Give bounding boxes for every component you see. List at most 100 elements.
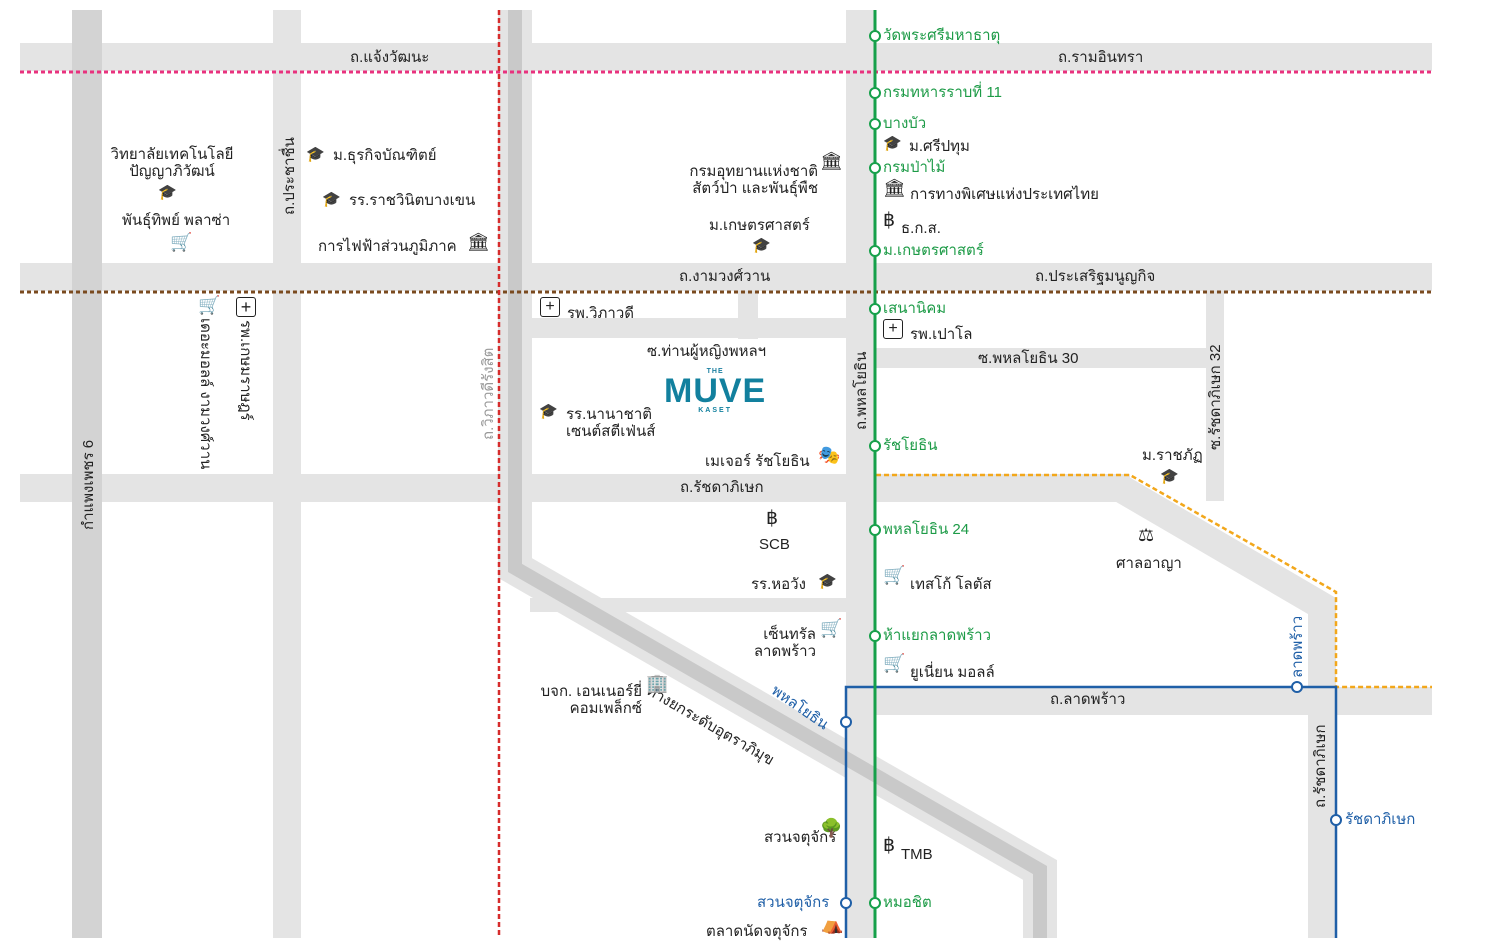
road-soi-phahon30 [876, 348, 1216, 368]
station-dot [840, 897, 852, 909]
station-label: พหลโยธิน 24 [883, 521, 970, 538]
graduation-cap-icon: 🎓 [883, 135, 902, 152]
station-label: หมอชิต [883, 894, 932, 911]
station-dot [869, 162, 881, 174]
station-label: กรมทหารราบที่ 11 [883, 84, 1002, 101]
road-label-chaeng-watthana: ถ.แจ้งวัฒนะ [350, 49, 430, 66]
logo-main: MUVE [664, 372, 767, 410]
graduation-cap-icon: 🎓 [752, 237, 771, 254]
station-dot [840, 716, 852, 728]
station-dot [869, 897, 881, 909]
cart-icon: 🛒 [170, 232, 193, 252]
place-phanthip: พันธุ์ทิพย์ พลาซ่า [122, 212, 231, 229]
road-soi-tan-phuying [530, 318, 846, 338]
place-dhurakij: ม.ธุรกิจบัณฑิตย์ [333, 147, 437, 164]
road-label-ratchadaphisek: ถ.รัชดาภิเษก [680, 479, 764, 496]
station-dot [1291, 681, 1303, 693]
road-label-ngam-wong-wan: ถ.งามวงศ์วาน [679, 268, 771, 285]
office-building-icon: 🏢 [646, 673, 669, 693]
place-paolo-hosp: รพ.เปาโล [910, 326, 973, 343]
place-kasemrad: รพ.เกษมราษฎร์ [237, 320, 254, 421]
place-dept-parks: กรมอุทยานแห่งชาติ สัตว์ป่า และพันธุ์พืช [689, 163, 818, 197]
road-label-pracha-chuen: ถ.ประชาชื่น [281, 137, 298, 215]
yellow-line [876, 473, 1432, 689]
road-lat-phrao [876, 687, 1432, 715]
place-baac: ธ.ก.ส. [901, 220, 941, 237]
road-phahonyothin [846, 10, 876, 938]
graduation-cap-icon: 🎓 [322, 191, 341, 208]
station-label: รัชดาภิเษก [1345, 811, 1416, 828]
baht-icon: ฿ [883, 835, 896, 856]
station-label: เสนานิคม [883, 300, 947, 317]
logo-top: THE [706, 368, 724, 375]
logo-sub: KASET [698, 407, 732, 414]
graduation-cap-icon: 🎓 [158, 184, 177, 201]
place-jj-market: ตลาดนัดจตุจักร [706, 923, 808, 940]
road-label-phahonyothin: ถ.พหลโยธิน [853, 351, 870, 430]
gavel-icon: ⚖ [1138, 525, 1155, 545]
road-ratchadaphisek [20, 474, 1130, 502]
place-union: ยูเนี่ยน มอลล์ [910, 664, 995, 681]
tree-icon: 🌳 [820, 818, 843, 838]
place-ku: ม.เกษตรศาสตร์ [709, 217, 810, 234]
cart-icon: 🛒 [883, 565, 906, 585]
place-tesco: เทสโก้ โลตัส [910, 576, 992, 593]
place-vibhavadi-hosp: รพ.วิภาวดี [567, 305, 635, 322]
place-st-stephens: รร.นานาชาติ เซนต์สตีเฟ่นส์ [566, 406, 656, 440]
road-label-prasert: ถ.ประเสริฐมนูญกิจ [1035, 268, 1156, 285]
hospital-icon: + [540, 297, 560, 317]
station-dot [869, 87, 881, 99]
road-label-soi-tan-phuying: ซ.ท่านผู้หญิงพหลฯ [647, 343, 767, 360]
graduation-cap-icon: 🎓 [306, 146, 325, 163]
place-court: ศาลอาญา [1116, 555, 1182, 572]
station-dot [869, 524, 881, 536]
station-label: ลาดพร้าว [1289, 615, 1306, 678]
station-label: บางบัว [883, 115, 927, 132]
project-logo: THE MUVE KASET [664, 368, 766, 414]
place-chatuchak-park: สวนจตุจักร [764, 829, 837, 846]
station-dot [869, 118, 881, 130]
station-dot [869, 440, 881, 452]
place-spa: การทางพิเศษแห่งประเทศไทย [910, 186, 1099, 203]
place-tmb: TMB [901, 846, 933, 863]
station-label: ม.เกษตรศาสตร์ [883, 242, 984, 259]
station-label: รัชโยธิน [883, 437, 938, 454]
place-rajabhat: ม.ราชภัฏ [1142, 447, 1203, 464]
station-label: วัดพระศรีมหาธาตุ [883, 27, 1001, 44]
road-expressway [508, 10, 1047, 938]
station-dot [869, 30, 881, 42]
station-dot [869, 630, 881, 642]
building-icon: 🏛 [467, 232, 490, 252]
graduation-cap-icon: 🎓 [818, 573, 837, 590]
place-sripatum: ม.ศรีปทุม [909, 138, 970, 155]
graduation-cap-icon: 🎓 [539, 403, 558, 420]
road-label-soi-ratchada32: ซ.รัชดาภิเษก 32 [1207, 344, 1224, 450]
road-ratchadaphisek-diagonal [1112, 475, 1336, 938]
road-label-ratchadaphisek-right: ถ.รัชดาภิเษก [1312, 724, 1329, 808]
station-label: ห้าแยกลาดพร้าว [883, 627, 991, 644]
place-scb: SCB [759, 536, 790, 553]
road-kamphaeng-phet [72, 10, 102, 938]
cart-icon: 🛒 [198, 295, 221, 315]
cart-icon: 🛒 [883, 653, 906, 673]
place-tech-college: วิทยาลัยเทคโนโลยีปัญญาภิวัฒน์ [110, 146, 234, 180]
road-chaeng-watthana [20, 43, 1432, 71]
blue-line [844, 685, 1338, 938]
road-pracha-chuen [273, 10, 301, 938]
place-horwang: รร.หอวัง [751, 576, 806, 593]
road-label-soi-phahon30: ซ.พหลโยธิน 30 [978, 350, 1079, 367]
theater-mask-icon: 🎭 [818, 445, 841, 465]
hospital-icon: + [236, 297, 256, 317]
place-energy: บจก. เอนเนอร์ยี่ คอมเพล็กซ์ [540, 683, 642, 717]
road-label-kamphaeng-phet: กำแพงเพชร 6 [80, 439, 97, 530]
station-label: สวนจตุจักร [757, 894, 830, 911]
road-label-lat-phrao: ถ.ลาดพร้าว [1050, 691, 1126, 708]
place-pea: การไฟฟ้าส่วนภูมิภาค [318, 238, 457, 255]
place-mall-ngamwong: เดอะมอลล์ งามวงศ์วาน [197, 318, 214, 470]
baht-icon: ฿ [766, 508, 779, 529]
hospital-icon: + [883, 319, 903, 339]
place-ratwinit: รร.ราชวินิตบางเขน [349, 192, 476, 209]
baht-icon: ฿ [883, 210, 896, 231]
road-label-ram-inthra: ถ.รามอินทรา [1058, 49, 1144, 66]
